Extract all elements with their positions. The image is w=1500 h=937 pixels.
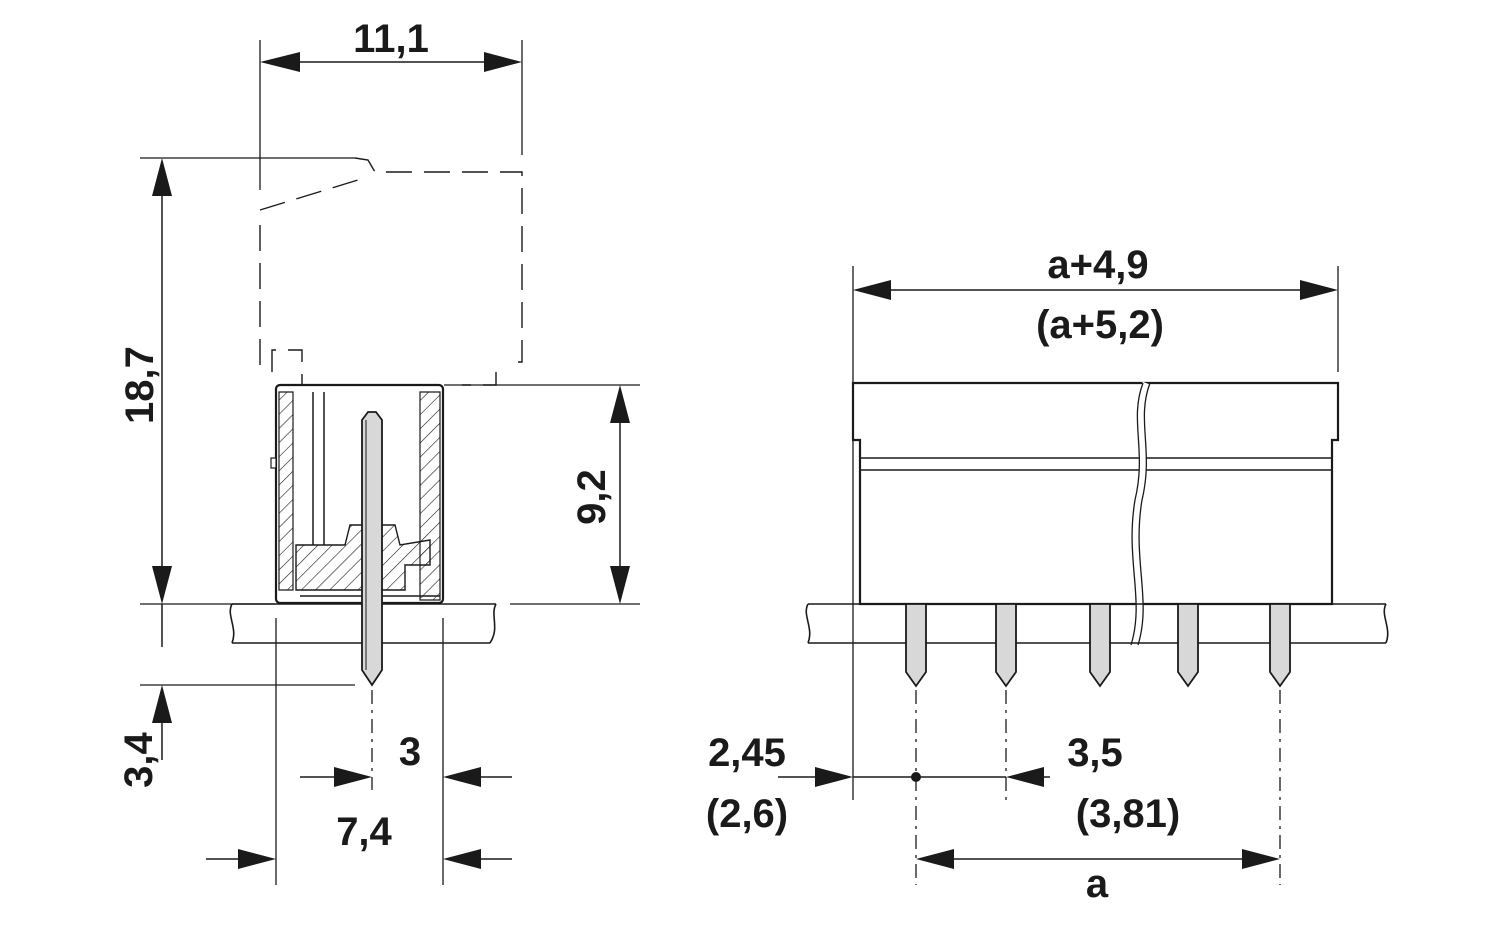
front-pin (905, 603, 927, 688)
side-view: 11,1 18,7 9,2 3,4 3 7,4 (117, 17, 640, 885)
dim-housing-height: 9,2 (570, 469, 614, 525)
dim-edge-offset-alt: (2,6) (706, 792, 788, 836)
dim-overall-height: 18,7 (118, 346, 162, 424)
dim-span: a (1086, 862, 1109, 906)
front-dimension-lines (778, 280, 1338, 869)
dim-pin-length: 3,4 (117, 731, 161, 787)
front-pin (1089, 603, 1111, 688)
dim-overall-length: a+4,9 (1047, 243, 1148, 287)
front-view: a+4,9 (a+5,2) 2,45 (2,6) 3,5 (3,81) a (706, 243, 1389, 906)
side-pin (361, 411, 383, 687)
side-extension-lines (140, 40, 640, 885)
dim-edge-offset: 2,45 (708, 731, 786, 775)
dim-pin-offset: 3 (399, 730, 421, 774)
front-extension-lines (852, 266, 1339, 885)
side-dimension-lines (152, 52, 630, 869)
mating-plug-outline (259, 157, 523, 386)
side-housing (270, 383, 445, 605)
front-pins (905, 603, 1291, 688)
front-pin (995, 603, 1017, 688)
dim-overall-width: 11,1 (353, 17, 429, 61)
dim-pitch: 3,5 (1067, 731, 1123, 775)
dim-footprint-width: 7,4 (336, 810, 392, 854)
dim-pitch-alt: (3,81) (1076, 792, 1181, 836)
front-pin (1269, 603, 1291, 688)
dim-overall-length-alt: (a+5,2) (1036, 303, 1164, 347)
front-pin (1177, 603, 1199, 688)
